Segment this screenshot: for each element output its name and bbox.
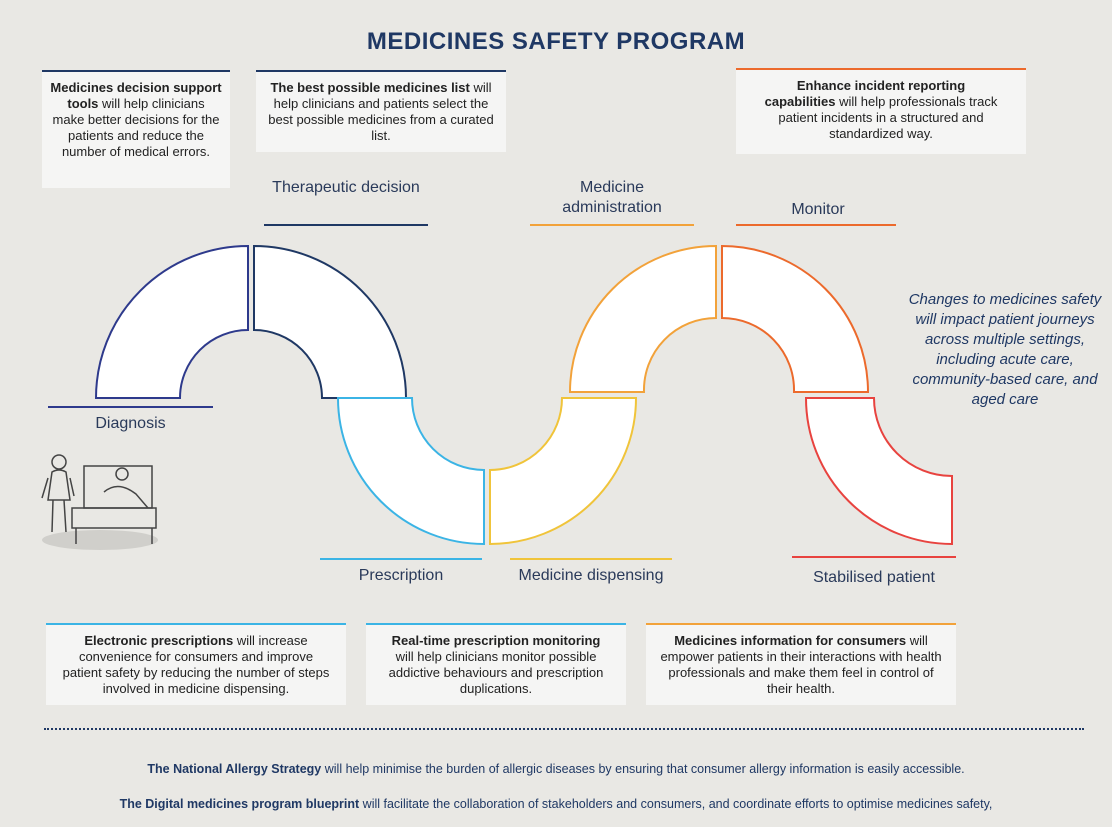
- stage-therapeutic-decision: Therapeutic decision: [272, 179, 420, 196]
- box-heading: Medicines information for consumers: [674, 633, 907, 648]
- footer-allergy-strategy: The National Allergy Strategy will help …: [0, 762, 1112, 776]
- arc-dispensing: [489, 397, 638, 546]
- incident-box: Enhance incident reporting capabilities …: [736, 70, 1026, 154]
- box-heading: Electronic prescriptions: [84, 633, 234, 648]
- box-heading: Real-time prescription monitoring: [391, 633, 601, 648]
- box-text: will empower patients in their interacti…: [660, 633, 942, 696]
- stage-line: [510, 558, 672, 560]
- page-title: MEDICINES SAFETY PROGRAM: [366, 28, 746, 55]
- stage-line: [48, 406, 213, 408]
- stage-diagnosis: Diagnosis: [95, 415, 166, 432]
- impact-note: Changes to medicines safety will impact …: [908, 291, 1102, 408]
- box-divider: [646, 623, 956, 625]
- monitoring-box: Real-time prescription monitoring will h…: [366, 625, 626, 705]
- arc-diagnosis: [94, 244, 249, 399]
- stage-prescription: Prescription: [358, 567, 444, 584]
- box-heading: Medicines decision support tools: [50, 80, 222, 111]
- dotted-divider: [44, 728, 1084, 730]
- footer-heading: The Digital medicines program blueprint: [119, 797, 360, 811]
- box-divider: [366, 623, 626, 625]
- stage-line: [320, 558, 482, 560]
- footer-heading: The National Allergy Strategy: [147, 762, 322, 776]
- stage-stabilised-patient: Stabilised patient: [813, 569, 935, 586]
- arc-administration: [568, 244, 717, 393]
- stage-line: [792, 556, 956, 558]
- box-divider: [42, 70, 230, 72]
- clinician-patient-icon: [41, 454, 158, 550]
- stage-medicine-administration: Medicine administration: [562, 179, 662, 216]
- box-heading: The best possible medicines list: [270, 80, 470, 95]
- box-divider: [736, 68, 1026, 70]
- stage-monitor: Monitor: [791, 201, 845, 218]
- box-text: will help clinicians and patients select…: [268, 80, 494, 143]
- consumer-info-box: Medicines information for consumers will…: [646, 625, 956, 705]
- footer-digital-blueprint: The Digital medicines program blueprint …: [0, 797, 1112, 811]
- box-divider: [46, 623, 346, 625]
- box-divider: [256, 70, 506, 72]
- decision-support-box: Medicines decision support tools will he…: [42, 72, 230, 188]
- arc-therapeutic: [253, 244, 408, 399]
- arc-stabilised: [804, 397, 953, 546]
- stage-line: [530, 224, 694, 226]
- box-text: will help clinicians make better decisio…: [52, 96, 220, 159]
- stage-line: [264, 224, 428, 226]
- box-text: will help clinicians monitor possible ad…: [388, 649, 604, 696]
- stage-medicine-dispensing: Medicine dispensing: [518, 567, 664, 584]
- arc-prescription: [336, 397, 485, 546]
- stage-line: [736, 224, 896, 226]
- box-text: will help professionals track patient in…: [778, 94, 998, 141]
- box-heading: Enhance incident reporting capabilities: [764, 78, 966, 109]
- box-text: will increase convenience for consumers …: [62, 633, 330, 696]
- best-list-box: The best possible medicines list will he…: [256, 72, 506, 152]
- footer-text: will help minimise the burden of allergi…: [321, 762, 965, 776]
- eprescriptions-box: Electronic prescriptions will increase c…: [46, 625, 346, 705]
- footer-text: will facilitate the collaboration of sta…: [359, 797, 993, 811]
- arc-monitor: [721, 244, 870, 393]
